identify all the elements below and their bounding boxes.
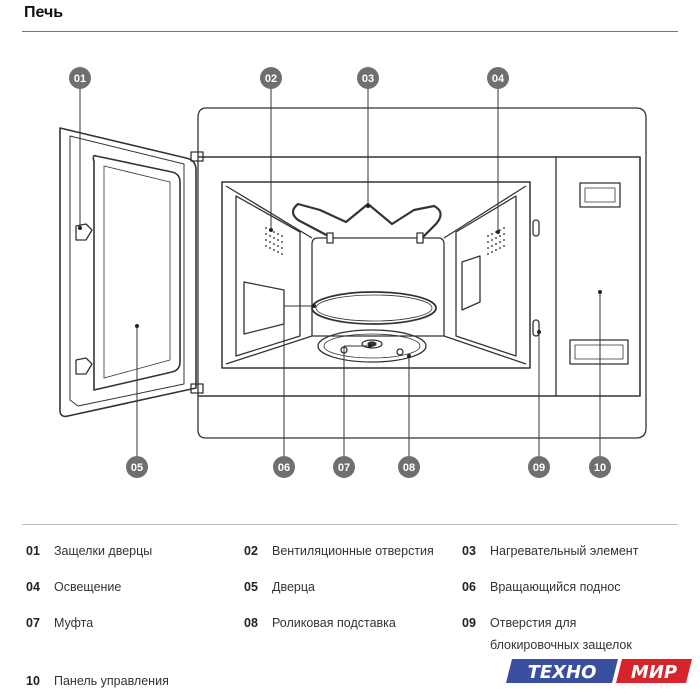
legend-item-07: 07 Муфта xyxy=(26,612,93,634)
cavity-opening xyxy=(221,181,531,369)
watermark-logo: ТЕХНО МИР xyxy=(506,659,692,683)
watermark-text-1: ТЕХНО xyxy=(528,662,597,683)
callout-09-label: 09 xyxy=(533,462,545,474)
door-latch-bottom xyxy=(75,357,93,375)
legend-number: 09 xyxy=(462,616,476,630)
callout-01 xyxy=(69,67,91,89)
legend-text: Дверца xyxy=(272,580,315,594)
callout-06-label: 06 xyxy=(278,462,290,474)
legend-number: 05 xyxy=(244,580,258,594)
callout-05-label: 05 xyxy=(131,462,143,474)
legend-number: 01 xyxy=(26,544,40,558)
legend-item-04: 04 Освещение xyxy=(26,576,121,598)
legend-text: Роликовая подставка xyxy=(272,616,396,630)
legend-item-06: 06 Вращающийся поднос xyxy=(462,576,620,598)
vent-left xyxy=(265,227,283,255)
light-panel xyxy=(461,255,481,311)
legend-number: 07 xyxy=(26,616,40,630)
callout-02-label: 02 xyxy=(265,73,277,85)
left-wall xyxy=(235,195,301,357)
callout-10-label: 10 xyxy=(594,462,606,474)
callout-09 xyxy=(528,456,550,478)
callout-08-label: 08 xyxy=(403,462,415,474)
legend-text: Вращающийся поднос xyxy=(490,580,621,594)
coupler xyxy=(361,339,383,349)
callout-04-label: 04 xyxy=(492,73,505,85)
legend-text-line2: блокировочных защелок xyxy=(490,638,632,652)
legend-text: Вентиляционные отверстия xyxy=(272,544,434,558)
legend-text: Муфта xyxy=(54,616,94,630)
turntable xyxy=(311,291,437,325)
legend-number: 02 xyxy=(244,544,258,558)
callout-02 xyxy=(260,67,282,89)
oven-front-frame xyxy=(198,156,641,397)
legend-text: Отверстия для блокировочных защелок xyxy=(490,612,632,656)
legend-text: Панель управления xyxy=(54,674,169,688)
oven-door xyxy=(59,127,197,418)
legend-text: Нагревательный элемент xyxy=(490,544,639,558)
callout-08 xyxy=(398,456,420,478)
legend-text: Защелки дверцы xyxy=(54,544,153,558)
callout-01-label: 01 xyxy=(74,73,86,85)
panel-button xyxy=(569,339,629,365)
callout-03-label: 03 xyxy=(362,73,374,85)
microwave-diagram: 01 02 03 04 05 06 07 08 09 10 xyxy=(59,67,647,478)
legend-number: 10 xyxy=(26,674,40,688)
legend-number: 03 xyxy=(462,544,476,558)
legend-item-05: 05 Дверца xyxy=(244,576,315,598)
legend-item-02: 02 Вентиляционные отверстия xyxy=(244,540,434,562)
callout-07 xyxy=(333,456,355,478)
legend-item-03: 03 Нагревательный элемент xyxy=(462,540,638,562)
oven-body xyxy=(197,107,647,439)
display-window xyxy=(579,182,621,208)
legend-item-01: 01 Защелки дверцы xyxy=(26,540,152,562)
legend-item-10: 10 Панель управления xyxy=(26,670,169,692)
leader-lines xyxy=(79,88,601,456)
vent-right xyxy=(487,227,505,255)
watermark-text-2: МИР xyxy=(631,662,677,683)
title-divider xyxy=(22,31,678,32)
roller-ring xyxy=(317,329,427,363)
legend-number: 06 xyxy=(462,580,476,594)
legend-item-08: 08 Роликовая подставка xyxy=(244,612,396,634)
legend-number: 04 xyxy=(26,580,40,594)
callout-07-label: 07 xyxy=(338,462,350,474)
legend-text: Освещение xyxy=(54,580,122,594)
leader-dots xyxy=(78,204,602,358)
legend-number: 08 xyxy=(244,616,258,630)
top-hinge xyxy=(190,151,204,162)
callout-06 xyxy=(273,456,295,478)
callout-10 xyxy=(589,456,611,478)
legend-item-09: 09 Отверстия для блокировочных защелок xyxy=(462,612,632,656)
callout-03 xyxy=(357,67,379,89)
latch-hole-bottom xyxy=(532,319,540,337)
page-title: Печь xyxy=(24,4,64,21)
callout-05 xyxy=(126,456,148,478)
latch-hole-top xyxy=(532,219,540,237)
door-latch-top xyxy=(75,223,93,241)
callout-04 xyxy=(487,67,509,89)
legend-divider xyxy=(22,524,678,525)
legend-text-line1: Отверстия для xyxy=(490,616,577,630)
right-wall xyxy=(455,195,517,357)
